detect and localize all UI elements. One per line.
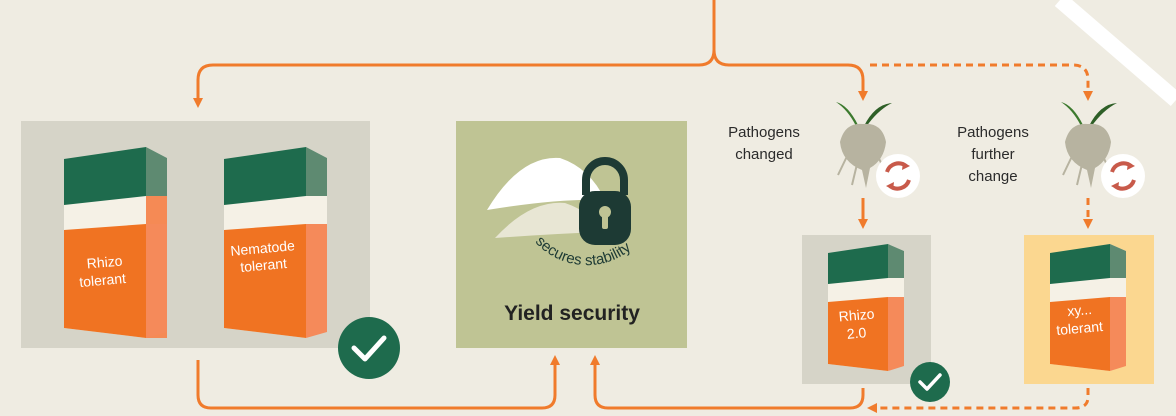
decorative-stripe — [1054, 0, 1176, 107]
seed-pile-icon — [487, 157, 605, 238]
product-box-xy: xy... tolerant — [1050, 244, 1126, 371]
stage-changed-line2: changed — [735, 146, 793, 163]
product-label-rhizo20-line1: Rhizo — [838, 305, 875, 324]
product-label-xy-line1: xy... — [1067, 301, 1093, 319]
yield-title: Yield security — [504, 302, 640, 325]
product-label-xy-line2: tolerant — [1056, 318, 1104, 338]
lock-icon — [579, 157, 631, 245]
product-label-nematode-line2: tolerant — [240, 255, 288, 275]
product-label-rhizo-line1: Rhizo — [86, 252, 123, 271]
panel-yield-security — [456, 121, 687, 348]
pathogen-arrows — [858, 198, 1093, 229]
product-box-nematode: Nematode tolerant — [224, 147, 327, 338]
product-label-nematode-line1: Nematode — [230, 237, 296, 259]
product-box-rhizo-20: Rhizo 2.0 — [828, 244, 904, 371]
top-flow-arrows — [193, 0, 1093, 108]
stage-changed-line1: Pathogens — [728, 124, 800, 141]
stage-further-line2: further — [971, 146, 1014, 163]
product-label-rhizo20-line2: 2.0 — [846, 324, 867, 342]
stage-further-line1: Pathogens — [957, 124, 1029, 141]
product-label-rhizo-line2: tolerant — [79, 270, 127, 290]
refresh-icon — [1101, 154, 1145, 198]
check-icon — [338, 317, 400, 379]
refresh-icon — [876, 154, 920, 198]
product-box-rhizo: Rhizo tolerant — [64, 147, 167, 338]
stage-further-line3: change — [968, 168, 1017, 185]
feedback-arrows — [196, 355, 1090, 413]
check-icon — [910, 362, 950, 402]
